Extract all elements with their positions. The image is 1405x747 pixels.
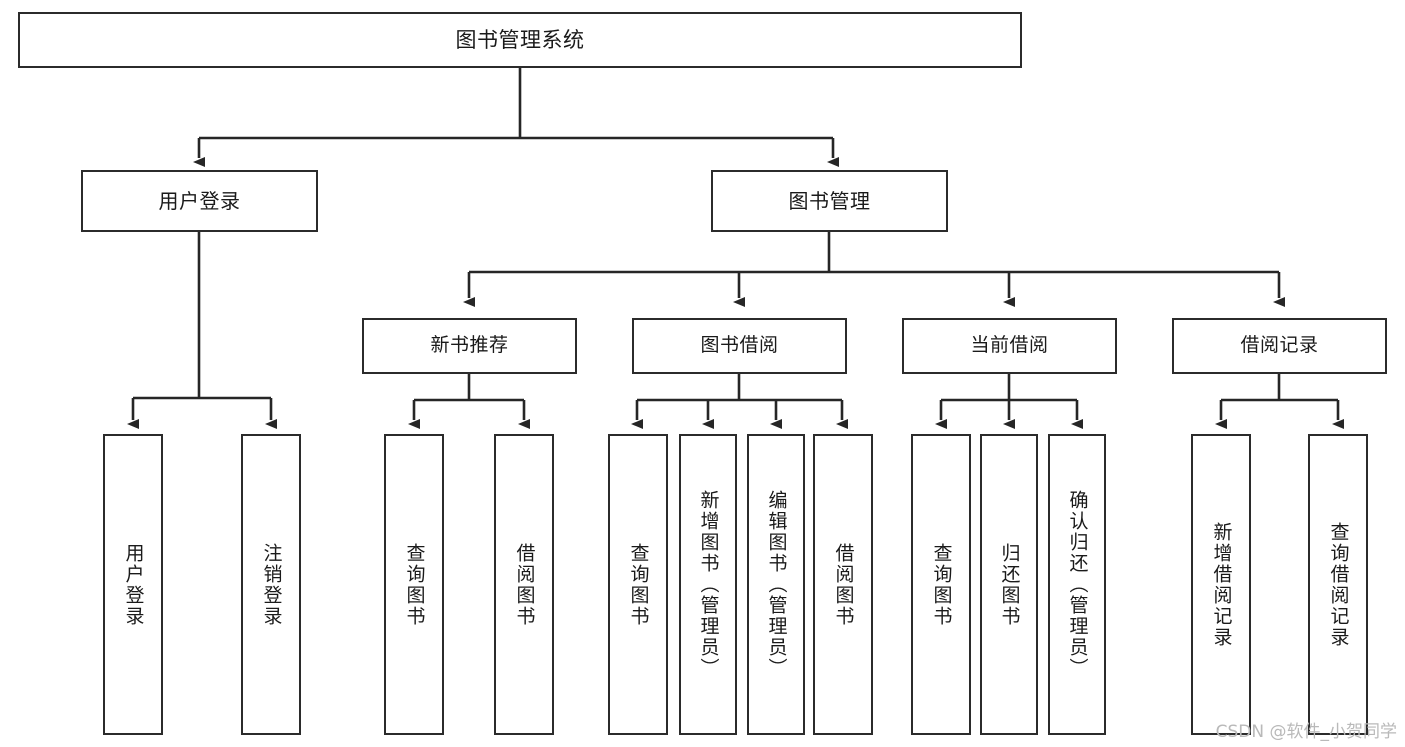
leaf-borrow-borrow-book-label: 借阅图书 (832, 542, 855, 627)
node-borrow-record-label: 借阅记录 (1240, 334, 1319, 357)
leaf-borrow-borrow-book[interactable]: 借阅图书 (813, 434, 873, 735)
node-new-book-recommend-label: 新书推荐 (430, 334, 509, 357)
csdn-watermark: CSDN @软件_小贺同学 (1215, 722, 1397, 742)
node-user-login[interactable]: 用户登录 (81, 170, 318, 232)
leaf-record-query-record-label: 查询借阅记录 (1327, 521, 1350, 648)
leaf-current-confirm-return-label: 确认归还（管理员） (1066, 490, 1089, 679)
leaf-record-add-record[interactable]: 新增借阅记录 (1191, 434, 1251, 735)
leaf-current-confirm-return[interactable]: 确认归还（管理员） (1048, 434, 1106, 735)
leaf-record-add-record-label: 新增借阅记录 (1210, 521, 1233, 648)
node-current-borrow-label: 当前借阅 (970, 334, 1049, 357)
leaf-borrow-add-book[interactable]: 新增图书（管理员） (679, 434, 737, 735)
leaf-record-query-record[interactable]: 查询借阅记录 (1308, 434, 1368, 735)
leaf-user-login-signin[interactable]: 用户登录 (103, 434, 163, 735)
leaf-user-login-signout-label: 注销登录 (260, 542, 283, 627)
leaf-current-return-book[interactable]: 归还图书 (980, 434, 1038, 735)
node-book-borrow[interactable]: 图书借阅 (632, 318, 847, 374)
leaf-borrow-query-book-label: 查询图书 (627, 542, 650, 627)
leaf-user-login-signin-label: 用户登录 (122, 542, 145, 627)
node-root-label: 图书管理系统 (455, 27, 585, 52)
leaf-borrow-edit-book[interactable]: 编辑图书（管理员） (747, 434, 805, 735)
node-book-management[interactable]: 图书管理 (711, 170, 948, 232)
node-book-management-label: 图书管理 (788, 188, 871, 213)
node-current-borrow[interactable]: 当前借阅 (902, 318, 1117, 374)
leaf-recommend-query-book-label: 查询图书 (403, 542, 426, 627)
leaf-recommend-borrow-book-label: 借阅图书 (513, 542, 536, 627)
leaf-borrow-query-book[interactable]: 查询图书 (608, 434, 668, 735)
leaf-user-login-signout[interactable]: 注销登录 (241, 434, 301, 735)
node-root[interactable]: 图书管理系统 (18, 12, 1022, 68)
node-new-book-recommend[interactable]: 新书推荐 (362, 318, 577, 374)
leaf-borrow-add-book-label: 新增图书（管理员） (697, 490, 720, 679)
leaf-recommend-borrow-book[interactable]: 借阅图书 (494, 434, 554, 735)
leaf-recommend-query-book[interactable]: 查询图书 (384, 434, 444, 735)
leaf-current-return-book-label: 归还图书 (998, 542, 1021, 627)
leaf-current-query-book-label: 查询图书 (930, 542, 953, 627)
node-borrow-record[interactable]: 借阅记录 (1172, 318, 1387, 374)
node-book-borrow-label: 图书借阅 (700, 334, 779, 357)
leaf-current-query-book[interactable]: 查询图书 (911, 434, 971, 735)
leaf-borrow-edit-book-label: 编辑图书（管理员） (765, 490, 788, 679)
node-user-login-label: 用户登录 (158, 188, 241, 213)
